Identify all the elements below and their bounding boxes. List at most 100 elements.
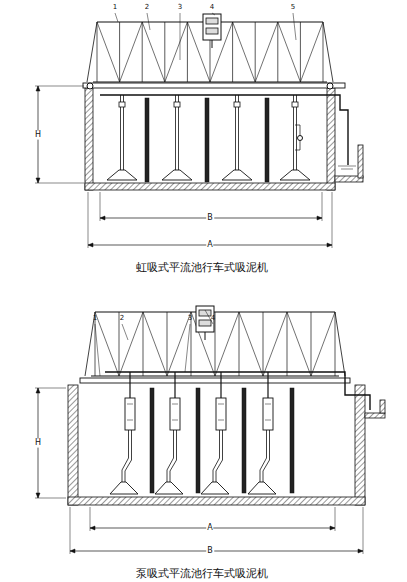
tank-floor xyxy=(85,183,335,190)
truss-diagonal xyxy=(311,312,335,376)
leader-line xyxy=(180,13,181,60)
truss-diagonal xyxy=(142,22,165,82)
truss-diagonal xyxy=(287,312,311,376)
suction-pipe xyxy=(125,430,132,482)
truss-vertical xyxy=(167,312,168,376)
extension-line xyxy=(70,507,71,554)
support-column xyxy=(205,98,209,182)
dimension-line xyxy=(70,551,363,552)
pump-detail xyxy=(265,404,271,405)
truss-diagonal xyxy=(165,22,188,82)
callout-number: 4 xyxy=(210,315,216,323)
truss-vertical xyxy=(97,22,98,82)
dimension-label: B xyxy=(206,547,214,556)
truss-diagonal xyxy=(215,312,239,376)
pump-detail xyxy=(172,420,178,421)
extension-line xyxy=(332,192,333,248)
extension-line xyxy=(35,183,84,184)
tank-wall xyxy=(327,88,335,190)
drive-shaft xyxy=(212,40,213,48)
truss-diagonal xyxy=(119,312,143,376)
outlet-channel-wall xyxy=(380,400,385,413)
suction-pipe xyxy=(216,430,223,482)
dimension-label: A xyxy=(206,524,213,533)
callout-number: 2 xyxy=(119,315,125,323)
arrowhead xyxy=(317,216,322,220)
siphon-valve xyxy=(298,136,303,141)
suction-head xyxy=(107,170,137,180)
figure-caption: 虹吸式平流池行车式吸泥机 xyxy=(135,262,269,274)
truss-diagonal xyxy=(278,22,301,82)
riser-pipe xyxy=(129,372,130,398)
siphon-machine xyxy=(35,13,363,248)
suction-head xyxy=(222,170,252,180)
leader-line xyxy=(147,13,150,30)
leader-line xyxy=(122,324,128,340)
truss-diagonal xyxy=(167,312,191,376)
guide-tube xyxy=(150,388,154,493)
valve xyxy=(292,102,298,107)
truss-vertical xyxy=(255,22,256,82)
truss-vertical xyxy=(335,312,336,376)
truss-vertical xyxy=(232,22,233,82)
pump-detail xyxy=(172,404,178,405)
dimension-label: H xyxy=(34,439,42,448)
truss-vertical xyxy=(323,22,324,82)
discharge-manifold xyxy=(105,372,370,410)
outlet-channel xyxy=(365,413,385,418)
arrowhead xyxy=(36,493,40,498)
truss-diagonal xyxy=(300,22,323,82)
pump-detail xyxy=(265,420,271,421)
leader-line xyxy=(212,13,215,15)
tank-wall xyxy=(355,385,365,505)
dimension-label: H xyxy=(34,131,42,140)
truss-vertical xyxy=(119,22,120,82)
drive-shaft xyxy=(205,332,206,340)
leader-line xyxy=(293,13,296,40)
guide-tube xyxy=(242,388,246,493)
riser-pipe xyxy=(267,372,268,398)
arrowhead xyxy=(88,243,93,247)
valve xyxy=(174,102,180,107)
suction-pipe xyxy=(170,430,177,482)
arrowhead xyxy=(358,549,363,553)
bridge-beam xyxy=(83,83,345,88)
pump-detail xyxy=(218,404,224,405)
arrowhead xyxy=(36,86,40,91)
arrowhead xyxy=(90,526,95,530)
extension-line xyxy=(35,388,66,389)
extension-line xyxy=(363,507,364,554)
siphon-manifold xyxy=(100,95,348,165)
extension-line xyxy=(322,192,323,221)
riser-pipe xyxy=(174,372,175,398)
extension-line xyxy=(35,498,66,499)
extension-line xyxy=(90,507,91,531)
truss-diagonal xyxy=(97,22,120,82)
truss-diagonal xyxy=(233,22,256,82)
truss-vertical xyxy=(164,22,165,82)
truss-diagonal xyxy=(143,312,167,376)
dimension-label: B xyxy=(206,214,214,223)
truss-end xyxy=(87,22,97,82)
extension-line xyxy=(88,192,89,248)
leader-line xyxy=(95,324,100,376)
callout-number: 3 xyxy=(187,315,193,323)
truss-vertical xyxy=(143,312,144,376)
bridge-beam xyxy=(80,378,350,383)
suction-head xyxy=(155,482,183,494)
submersible-pump xyxy=(216,398,226,430)
suction-pipe xyxy=(263,430,270,482)
callout-number: 2 xyxy=(144,4,150,12)
guide-tube xyxy=(196,388,200,493)
gear-motor xyxy=(199,310,211,316)
pump-detail xyxy=(218,420,224,421)
truss-vertical xyxy=(187,22,188,82)
arrowhead xyxy=(100,216,105,220)
callout-number: 4 xyxy=(209,4,215,12)
gear-motor xyxy=(199,320,211,326)
suction-head xyxy=(201,482,229,494)
truss-diagonal xyxy=(239,312,263,376)
submersible-pump xyxy=(170,398,180,430)
submersible-pump xyxy=(125,398,135,430)
